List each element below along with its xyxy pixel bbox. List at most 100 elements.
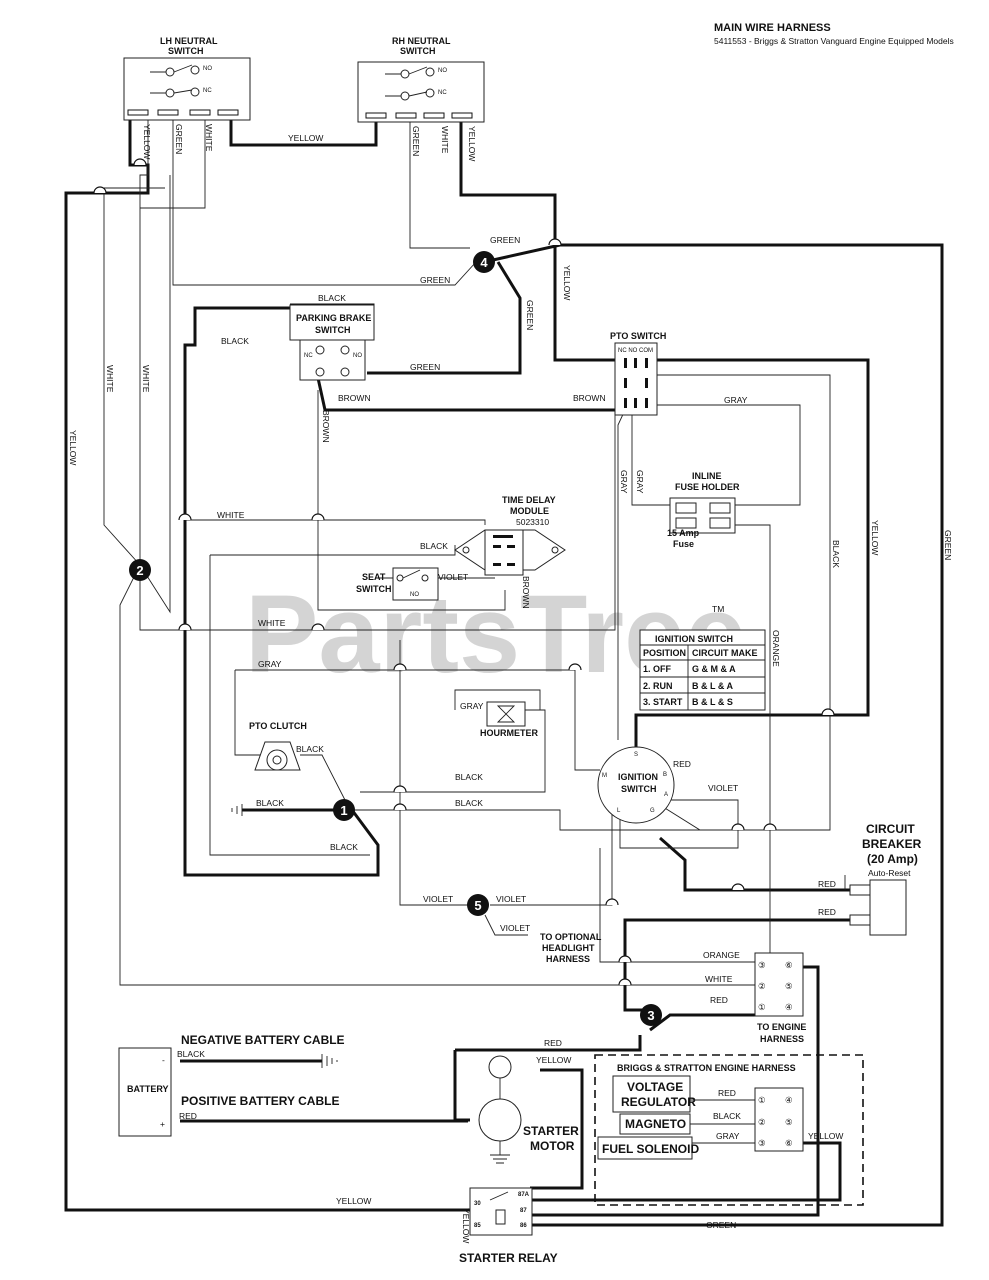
svg-text:GREEN: GREEN: [420, 275, 450, 285]
nodes: 2 4 1 5 3: [129, 251, 662, 1026]
svg-text:YELLOW: YELLOW: [142, 124, 152, 159]
lh-neutral-label: LH NEUTRAL: [160, 36, 218, 46]
headlight-note: TO OPTIONAL HEADLIGHT HARNESS: [540, 932, 602, 964]
neg-cable-label: NEGATIVE BATTERY CABLE: [181, 1033, 345, 1047]
svg-text:WHITE: WHITE: [440, 126, 450, 154]
ignition-table: IGNITION SWITCH POSITION CIRCUIT MAKE 1.…: [639, 629, 766, 711]
fuse-word: Fuse: [673, 539, 694, 549]
inline-fuse-holder: INLINE FUSE HOLDER 15 Amp Fuse: [667, 471, 740, 549]
thick-wires: [64, 118, 944, 1227]
ign-row1-pos: 1. OFF: [643, 664, 672, 674]
svg-text:GRAY: GRAY: [619, 470, 629, 494]
svg-text:GRAY: GRAY: [724, 395, 748, 405]
svg-text:YELLOW: YELLOW: [461, 1208, 471, 1243]
ign-table-col1: POSITION: [643, 648, 686, 658]
svg-text:YELLOW: YELLOW: [562, 265, 572, 300]
engine-connector: ③ ⑥ ② ⑤ ① ④ TO ENGINE HARNESS: [754, 952, 806, 1044]
bs-p4: ④: [785, 1095, 793, 1105]
svg-text:RED: RED: [673, 759, 691, 769]
headlight-2: HEADLIGHT: [542, 943, 595, 953]
seat-no: NO: [410, 592, 419, 598]
svg-text:BLACK: BLACK: [296, 744, 324, 754]
svg-text:YELLOW: YELLOW: [68, 430, 78, 465]
svg-text:BROWN: BROWN: [338, 393, 371, 403]
svg-text:WHITE: WHITE: [204, 124, 214, 152]
svg-text:BLACK: BLACK: [318, 293, 346, 303]
to-engine-2: HARNESS: [760, 1034, 804, 1044]
starter-relay-label: STARTER RELAY: [459, 1251, 558, 1265]
breaker-label-1: CIRCUIT: [866, 822, 915, 836]
ign-l: L: [617, 808, 621, 814]
time-delay-module: TIME DELAY MODULE 5023310: [454, 495, 566, 576]
svg-text:BLACK: BLACK: [455, 798, 483, 808]
breaker-label-4: Auto-Reset: [868, 868, 911, 878]
svg-text:+: +: [160, 1119, 165, 1129]
starter-relay: 30 87A 87 85 86 STARTER RELAY: [459, 1187, 558, 1265]
svg-text:ORANGE: ORANGE: [771, 630, 781, 667]
voltage-label-2: REGULATOR: [621, 1095, 696, 1109]
svg-text:GRAY: GRAY: [460, 701, 484, 711]
starter-label-2: MOTOR: [530, 1139, 575, 1153]
voltage-label-1: VOLTAGE: [627, 1080, 683, 1094]
to-engine-1: TO ENGINE: [757, 1022, 806, 1032]
watermark-tm: TM: [712, 604, 724, 614]
pto-terms: NC NO COM: [618, 348, 653, 354]
svg-text:GREEN: GREEN: [174, 124, 184, 154]
parking-brake-label-2: SWITCH: [315, 325, 351, 335]
lh-nc: NC: [203, 88, 212, 94]
svg-text:RED: RED: [179, 1111, 197, 1121]
ign-row1-make: G & M & A: [692, 664, 736, 674]
svg-text:RED: RED: [818, 879, 836, 889]
svg-text:YELLOW: YELLOW: [536, 1055, 571, 1065]
rh-switch-label: SWITCH: [400, 46, 436, 56]
headlight-1: TO OPTIONAL: [540, 932, 602, 942]
svg-text:BROWN: BROWN: [521, 576, 531, 609]
ign-table-title: IGNITION SWITCH: [655, 634, 733, 644]
svg-text:VIOLET: VIOLET: [500, 923, 530, 933]
svg-text:YELLOW: YELLOW: [808, 1131, 843, 1141]
ec-p5: ⑤: [785, 981, 793, 991]
ign-a: A: [664, 792, 668, 798]
ec-p1: ①: [758, 1002, 766, 1012]
svg-text:VIOLET: VIOLET: [438, 572, 468, 582]
relay-87a: 87A: [518, 1192, 530, 1198]
svg-text:YELLOW: YELLOW: [870, 520, 880, 555]
svg-text:YELLOW: YELLOW: [288, 133, 323, 143]
relay-85: 85: [474, 1223, 481, 1229]
svg-text:YELLOW: YELLOW: [336, 1196, 371, 1206]
ign-table-col2: CIRCUIT MAKE: [692, 648, 758, 658]
ign-label-2: SWITCH: [621, 784, 657, 794]
battery: NEGATIVE BATTERY CABLE POSITIVE BATTERY …: [118, 804, 345, 1137]
hourmeter-label: HOURMETER: [480, 728, 538, 738]
svg-text:WHITE: WHITE: [105, 365, 115, 393]
node-3: 3: [647, 1008, 654, 1023]
fuse-amp: 15 Amp: [667, 528, 700, 538]
svg-text:RED: RED: [544, 1038, 562, 1048]
node-1: 1: [340, 803, 347, 818]
rh-neutral-switch: RH NEUTRAL SWITCH NO NC: [357, 36, 485, 123]
ign-row2-make: B & L & A: [692, 681, 734, 691]
svg-text:YELLOW: YELLOW: [467, 126, 477, 161]
fuel-solenoid-label: FUEL SOLENOID: [602, 1142, 699, 1156]
wire-hops: [93, 158, 835, 986]
bs-p1: ①: [758, 1095, 766, 1105]
parking-brake-label-1: PARKING BRAKE: [296, 313, 371, 323]
bs-harness-label: BRIGGS & STRATTON ENGINE HARNESS: [617, 1063, 796, 1073]
svg-text:VIOLET: VIOLET: [423, 894, 453, 904]
seat-switch: SEAT SWITCH NO: [356, 567, 439, 601]
tdm-label-2: MODULE: [510, 506, 549, 516]
svg-text:GREEN: GREEN: [411, 126, 421, 156]
tdm-label-1: TIME DELAY: [502, 495, 556, 505]
ign-s: S: [634, 752, 638, 758]
breaker-label-3: (20 Amp): [867, 852, 918, 866]
fuse-label-2: FUSE HOLDER: [675, 482, 740, 492]
svg-text:ORANGE: ORANGE: [703, 950, 740, 960]
ign-label-1: IGNITION: [618, 772, 658, 782]
ign-row3-make: B & L & S: [692, 697, 733, 707]
hourmeter: HOURMETER: [480, 701, 538, 738]
pto-switch: PTO SWITCH NC NO COM: [610, 331, 666, 416]
svg-text:WHITE: WHITE: [705, 974, 733, 984]
ign-row2-pos: 2. RUN: [643, 681, 673, 691]
relay-87: 87: [520, 1208, 527, 1214]
